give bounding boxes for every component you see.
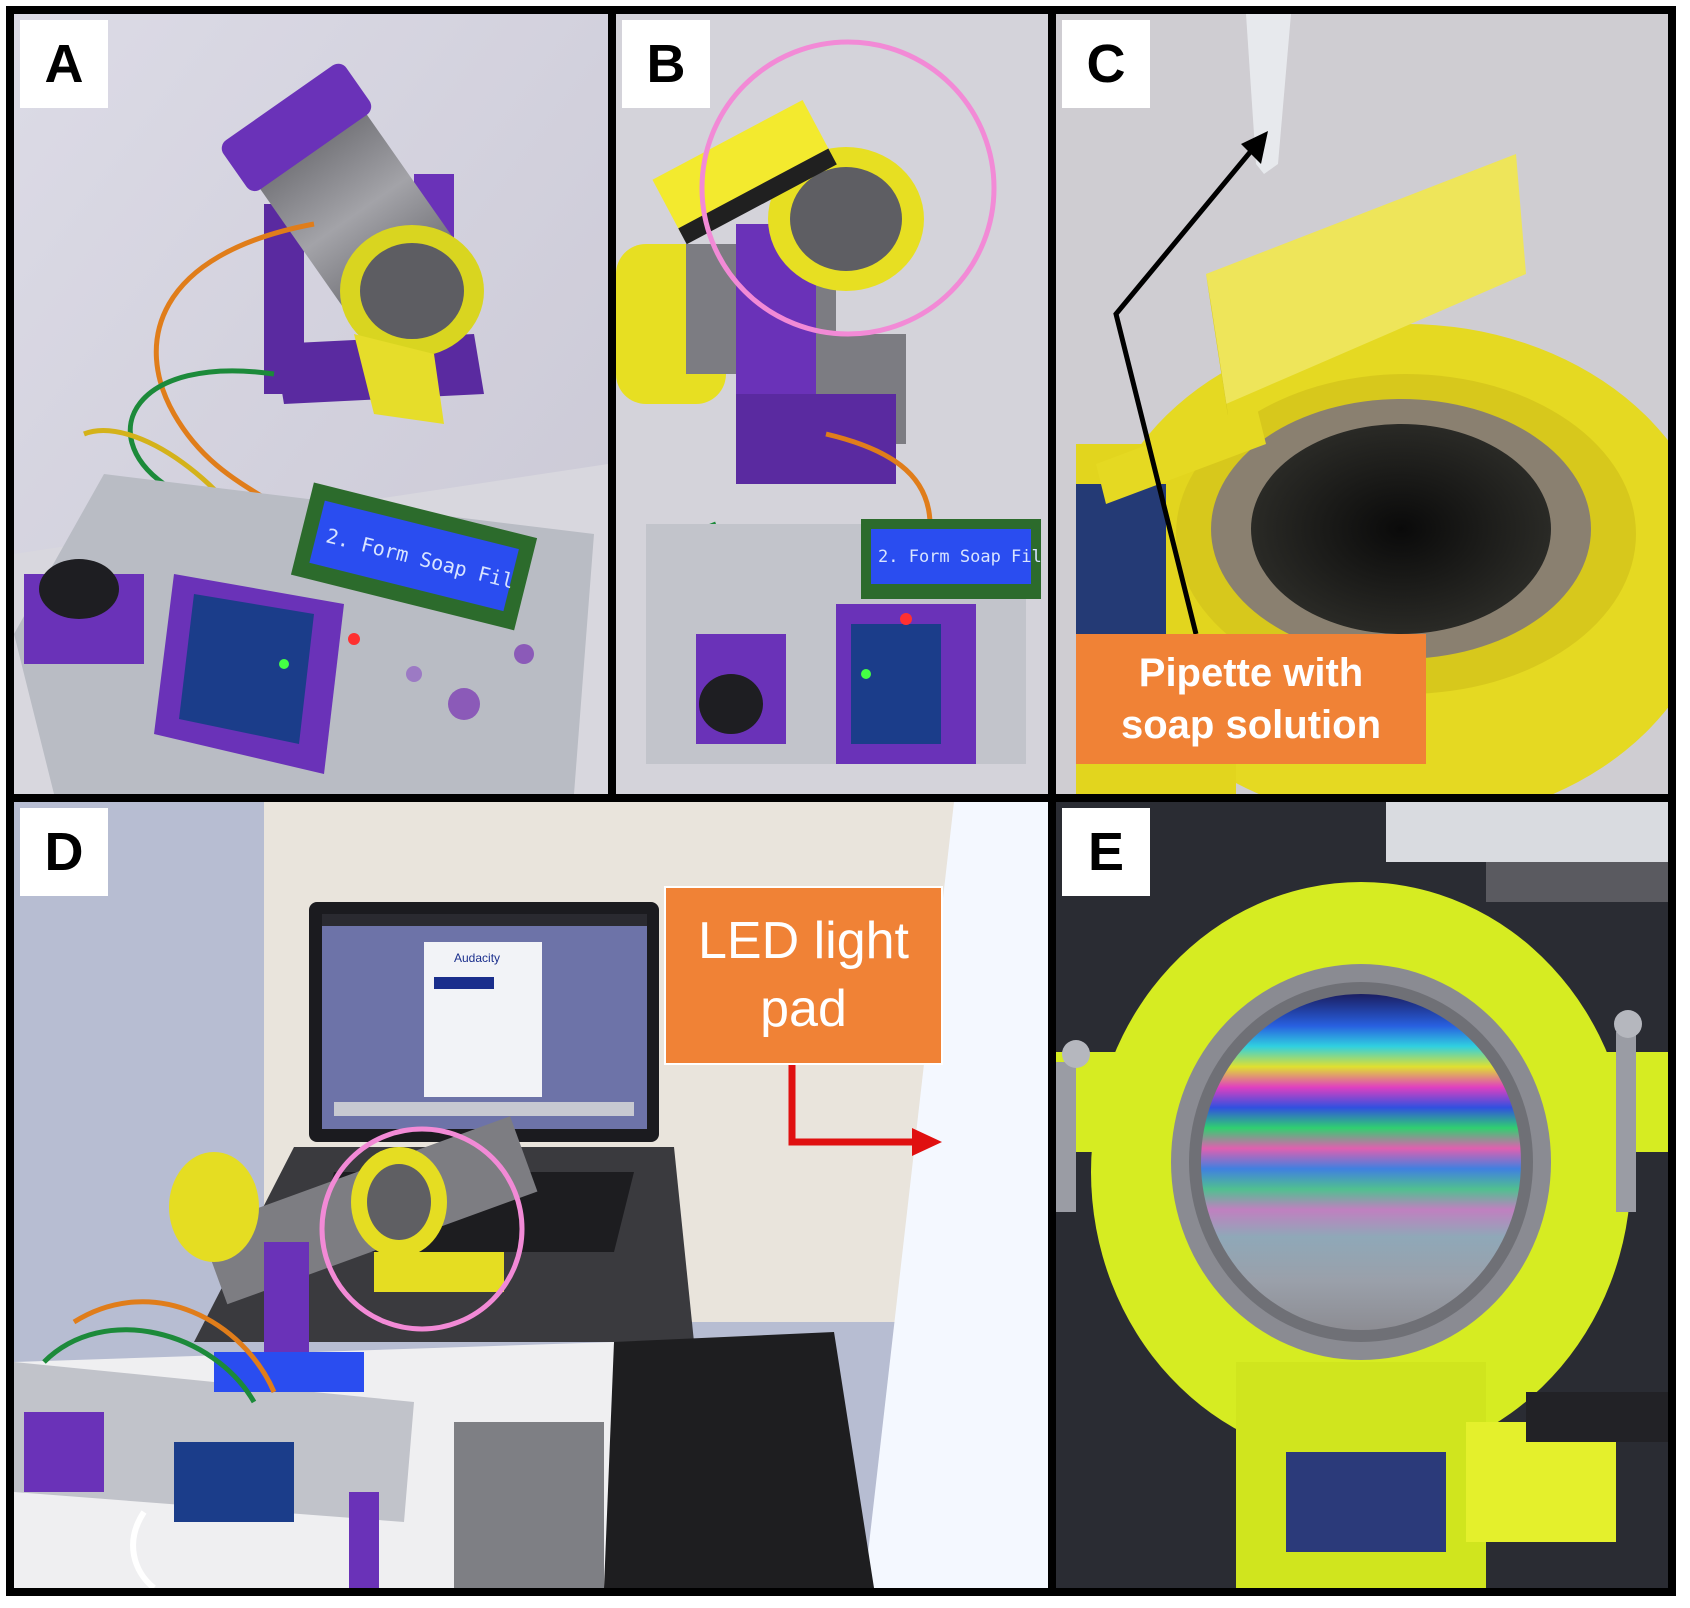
panel-d: Audacity	[14, 802, 1048, 1588]
panel-a: 2. Form Soap Fil A	[14, 14, 608, 794]
panel-b: 2. Form Soap Fil B	[616, 14, 1048, 794]
panel-e: E	[1056, 802, 1668, 1588]
panel-d-label: D	[20, 808, 108, 896]
lcd-display-text: 2. Form Soap Fil	[878, 547, 1042, 567]
highlight-circle	[319, 1126, 525, 1332]
pipette-callout-line1: Pipette with	[1138, 651, 1364, 695]
panel-d-photo: Audacity	[14, 802, 1048, 1588]
led-pad-callout-line2: pad	[760, 979, 847, 1038]
panel-a-photo: 2. Form Soap Fil	[14, 14, 608, 794]
panel-e-photo	[1056, 802, 1668, 1588]
panel-e-label: E	[1062, 808, 1150, 896]
led-pad-callout-line1: LED light	[698, 911, 909, 970]
panel-c-photo	[1056, 14, 1668, 794]
pipette-callout-line2: soap solution	[1121, 703, 1381, 747]
panel-c: C Pipette with soap solution	[1056, 14, 1668, 794]
panel-b-label: B	[622, 20, 710, 108]
panel-c-label: C	[1062, 20, 1150, 108]
figure-frame: 2. Form Soap Fil A	[6, 6, 1676, 1596]
panel-a-label: A	[20, 20, 108, 108]
panel-b-photo: 2. Form Soap Fil	[616, 14, 1048, 794]
screen-app-name: Audacity	[454, 951, 500, 965]
pipette-callout: Pipette with soap solution	[1076, 634, 1426, 764]
led-pad-callout: LED light pad	[664, 886, 943, 1065]
highlight-circle	[699, 39, 997, 337]
